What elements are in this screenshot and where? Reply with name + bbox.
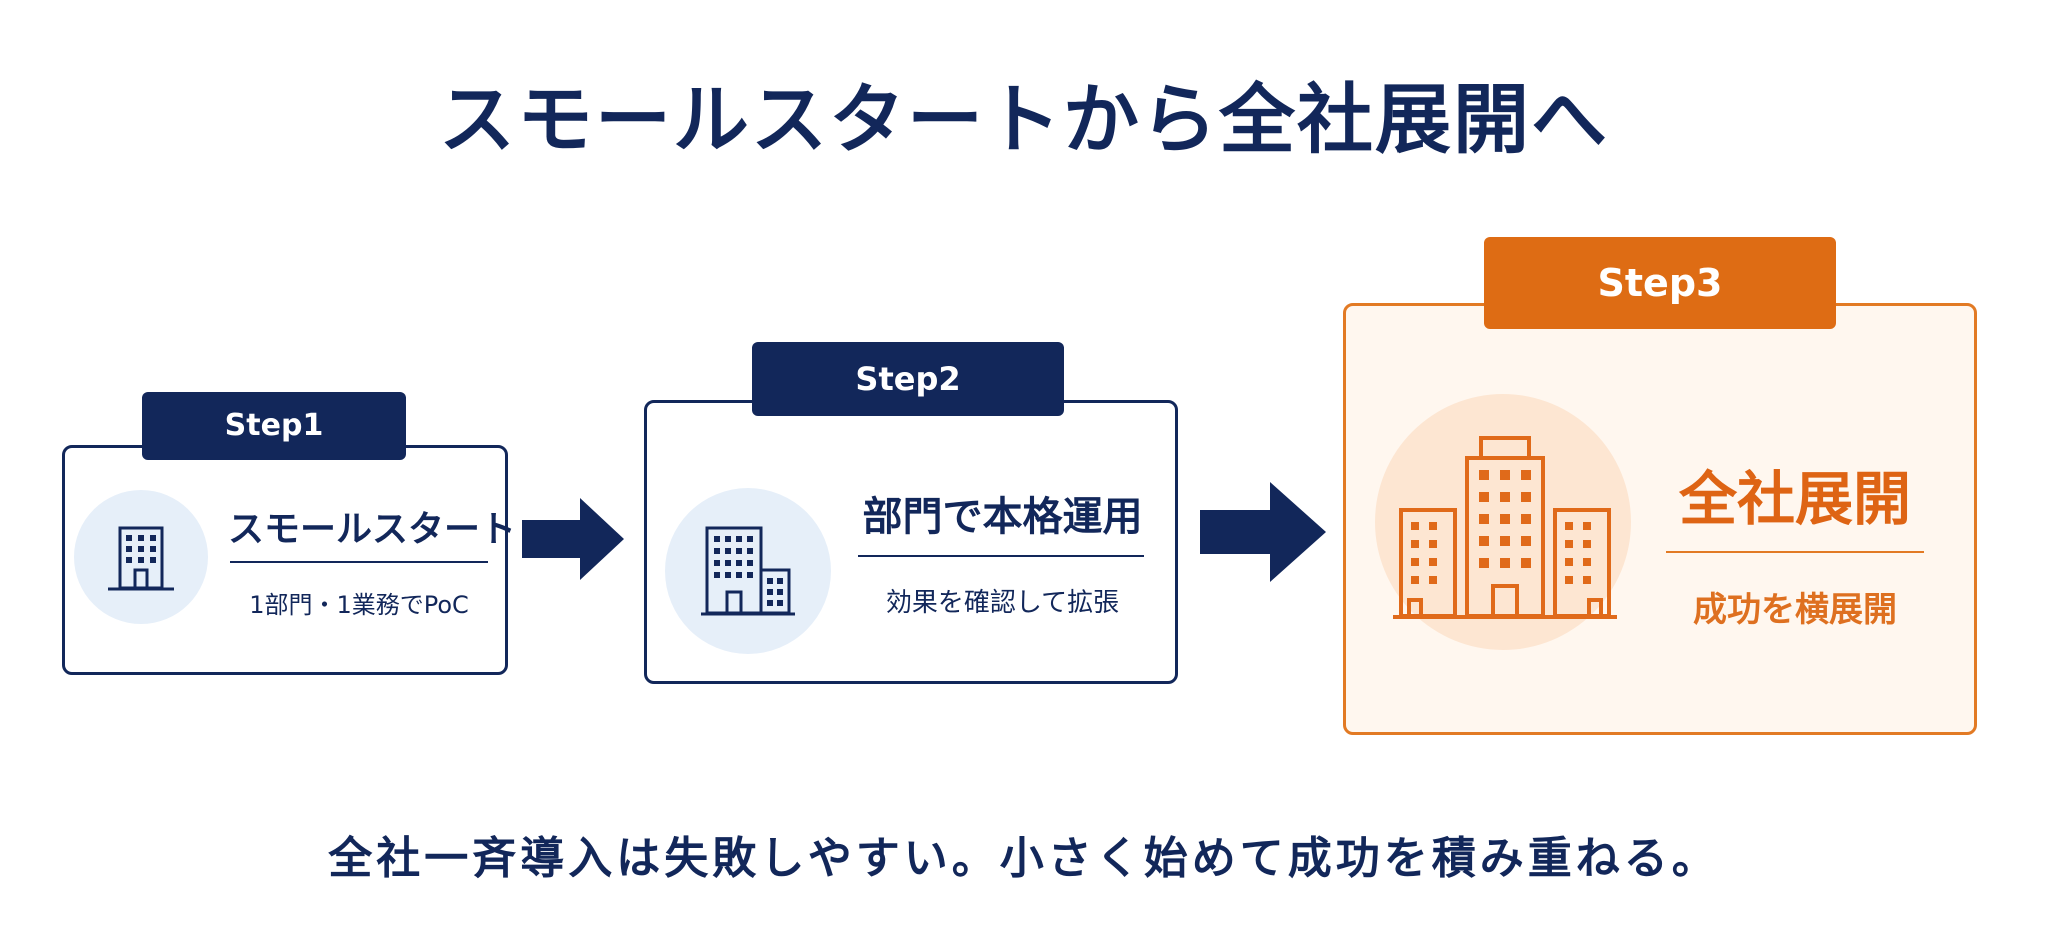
step2-title: 部門で本格運用 [862, 494, 1143, 540]
step2-badge: Step2 [752, 342, 1064, 416]
company-buildings-icon [1393, 436, 1617, 619]
step3-subtitle: 成功を横展開 [1693, 590, 1897, 630]
step2-icon-circle [665, 488, 831, 654]
step1-icon-circle [74, 490, 208, 624]
step1-divider [230, 561, 488, 563]
footer-message: 全社一斉導入は失敗しやすい。小さく始めて成功を積み重ねる。 [328, 833, 1720, 884]
step3-title: 全社展開 [1678, 465, 1911, 533]
step1-badge: Step1 [142, 392, 406, 460]
right-arrow-icon [1200, 482, 1326, 582]
office-building-icon [108, 526, 174, 591]
step1-title: スモールスタート [228, 509, 517, 550]
right-arrow-icon [522, 498, 624, 580]
page-title: スモールスタートから全社展開へ [439, 75, 1609, 164]
buildings-icon [701, 526, 795, 616]
step2-subtitle: 効果を確認して拡張 [885, 588, 1120, 618]
step2-divider [858, 555, 1144, 557]
step1-subtitle: 1部門・1業務でPoC [249, 591, 469, 619]
step3-badge: Step3 [1484, 237, 1836, 329]
step3-divider [1666, 551, 1924, 553]
step3-icon-circle [1375, 394, 1631, 650]
